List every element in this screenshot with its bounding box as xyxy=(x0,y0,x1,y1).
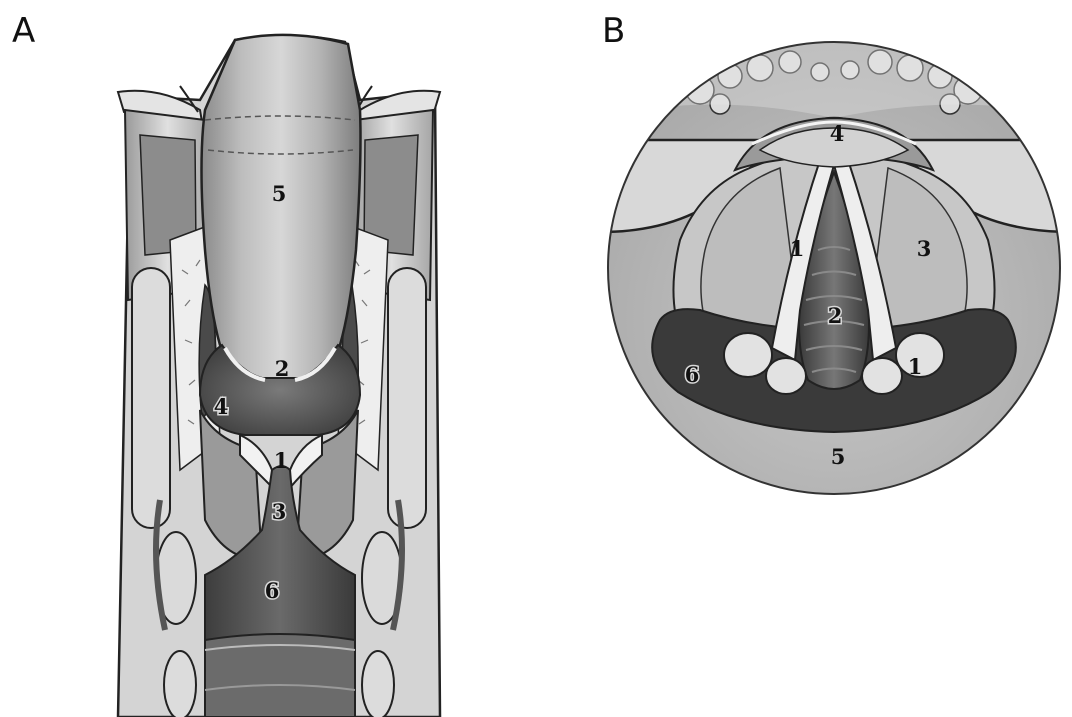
panel-b-label-1-lower: 1 xyxy=(908,354,923,379)
panel-b-label-4: 4 xyxy=(830,121,845,146)
panel-b-label-5: 5 xyxy=(831,444,846,469)
panel-a-label-4: 4 xyxy=(214,394,229,419)
panel-b-label-1-upper: 1 xyxy=(790,236,805,261)
panel-a-label-1: 1 xyxy=(274,448,289,473)
panel-b-label-2: 2 xyxy=(828,303,843,328)
panel-a-label-5: 5 xyxy=(272,181,287,206)
panel-b-label-3: 3 xyxy=(917,236,932,261)
panel-b-label-6: 6 xyxy=(685,362,700,387)
panel-a-label-3: 3 xyxy=(272,499,287,524)
panel-a-label-6: 6 xyxy=(265,578,280,603)
panel-b-laryngoscopic-view: 4 1 3 2 1 6 5 xyxy=(600,30,1072,510)
panel-a-label-2: 2 xyxy=(275,356,290,381)
panel-a-larynx-coronal-section: 5 2 4 1 3 6 xyxy=(0,0,560,717)
